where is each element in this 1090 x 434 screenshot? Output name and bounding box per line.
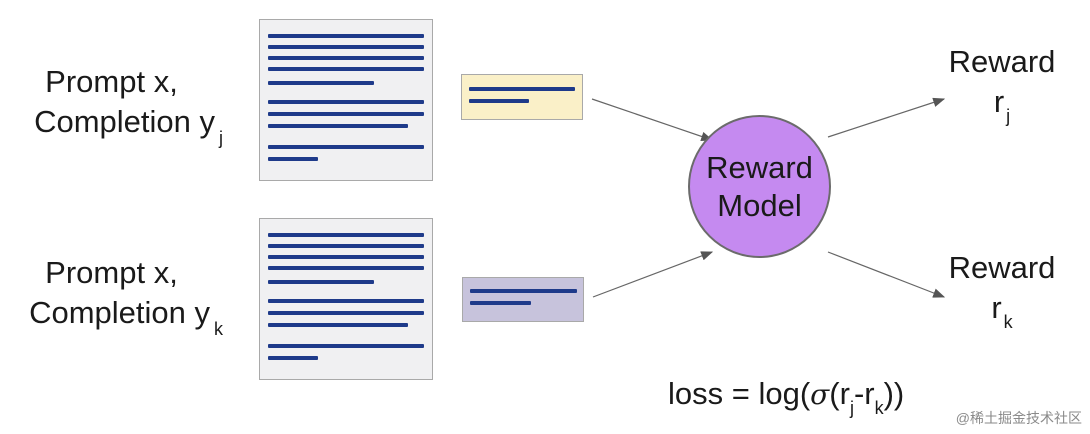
completion-sub: k [214, 319, 223, 339]
completion-var: y [194, 295, 211, 330]
completion-sub: j [219, 128, 223, 148]
completion-word: Completion [29, 295, 186, 330]
loss-dash: - [853, 376, 865, 411]
reward-sub: j [1006, 106, 1011, 126]
reward-var: r [991, 290, 1002, 325]
completion-var: y [199, 104, 216, 139]
model-label-line2: Model [717, 187, 802, 223]
loss-r2: r [864, 376, 875, 411]
prompt-text: Prompt x, [45, 64, 178, 99]
watermark: @稀土掘金技术社区 [955, 410, 1082, 426]
arrow-chip-k-to-model [592, 251, 714, 298]
completion-word: Completion [34, 104, 191, 139]
model-label-line1: Reward [706, 149, 813, 185]
reward-sub: k [1003, 312, 1013, 332]
document-icon-bottom [259, 218, 433, 380]
loss-close: )) [883, 376, 905, 411]
reward-label: Reward [948, 44, 1056, 79]
sigma-symbol: σ [810, 378, 830, 411]
reward-model-node: Reward Model [688, 115, 831, 258]
completion-chip-j [461, 74, 583, 120]
reward-var: r [993, 84, 1005, 119]
reward-label: Reward [948, 250, 1056, 285]
arrow-model-to-reward-j [827, 97, 946, 138]
loss-prefix: loss = log( [668, 376, 811, 411]
loss-open: ( [829, 376, 840, 411]
arrow-chip-j-to-model [591, 98, 714, 142]
loss-r1: r [839, 376, 850, 411]
arrow-model-to-reward-k [827, 251, 946, 298]
loss-s2: k [874, 398, 884, 418]
prompt-text: Prompt x, [45, 255, 178, 290]
loss-s1: j [849, 398, 854, 418]
loss-formula: loss = log(σ(rj-rk)) [668, 374, 904, 418]
document-icon-top [259, 19, 433, 181]
completion-chip-k [462, 277, 584, 322]
